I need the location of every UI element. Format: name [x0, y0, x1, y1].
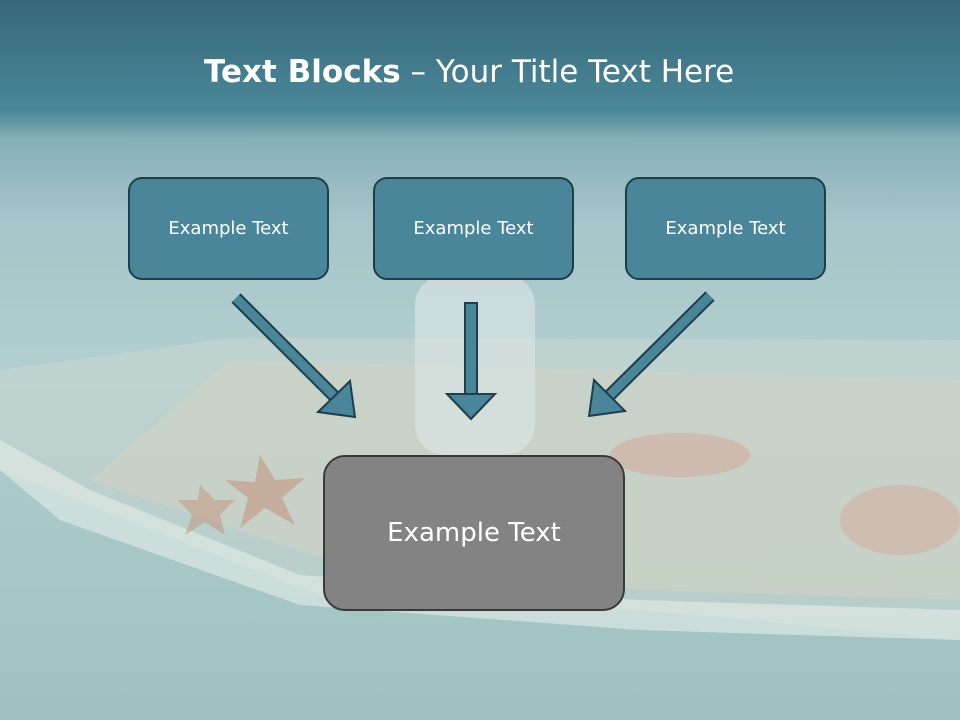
- person-figure: [415, 275, 535, 455]
- text-block-2-label: Example Text: [413, 218, 534, 239]
- shell-pile: [840, 485, 960, 555]
- title-rest: – Your Title Text Here: [400, 54, 735, 90]
- slide-title: Text Blocks – Your Title Text Here: [204, 54, 734, 90]
- main-text-block-label: Example Text: [387, 518, 561, 548]
- starfish: [225, 455, 305, 528]
- text-block-3-label: Example Text: [665, 218, 786, 239]
- text-block-2[interactable]: Example Text: [373, 177, 574, 280]
- title-bold: Text Blocks: [204, 54, 401, 90]
- text-block-1[interactable]: Example Text: [128, 177, 329, 280]
- text-block-1-label: Example Text: [168, 218, 289, 239]
- main-text-block[interactable]: Example Text: [323, 455, 625, 611]
- starfish: [178, 485, 235, 535]
- text-block-3[interactable]: Example Text: [625, 177, 826, 280]
- shell-pile: [610, 433, 750, 477]
